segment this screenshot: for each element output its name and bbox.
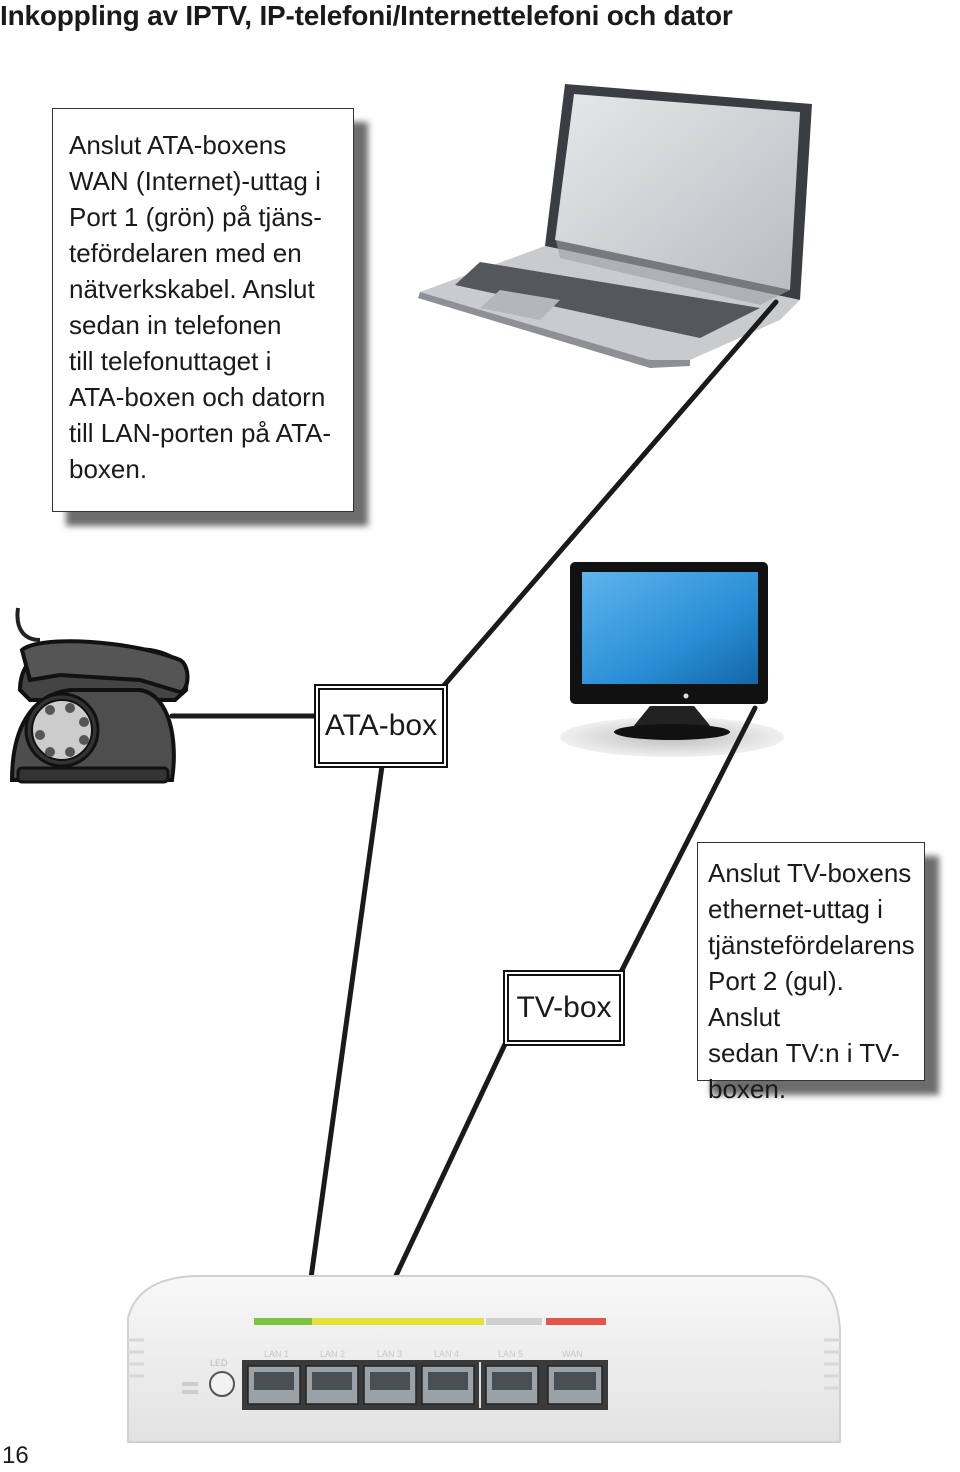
laptop-icon bbox=[418, 84, 812, 368]
router-button bbox=[209, 1371, 235, 1397]
tv-monitor-icon bbox=[560, 562, 784, 757]
telephone-icon bbox=[9, 607, 190, 784]
port-label-lan2: LAN 2 bbox=[320, 1349, 345, 1359]
port-color-lan1 bbox=[254, 1318, 312, 1325]
tv-box-label: TV-box bbox=[505, 972, 623, 1044]
port-color-lan4 bbox=[426, 1318, 484, 1325]
port-label-lan1: LAN 1 bbox=[264, 1349, 289, 1359]
ata-box-label: ATA-box bbox=[316, 686, 446, 766]
port-label-lan4: LAN 4 bbox=[434, 1349, 459, 1359]
port-label-lan3: LAN 3 bbox=[377, 1349, 402, 1359]
port-color-lan2 bbox=[312, 1318, 368, 1325]
router-led-label: LED bbox=[210, 1358, 228, 1368]
cable-tvbox-tv bbox=[617, 705, 758, 977]
port-color-wan bbox=[546, 1318, 606, 1325]
tv-instructions-text: Anslut TV-boxens ethernet-uttag i tjänst… bbox=[708, 858, 915, 1104]
port-color-lan5 bbox=[486, 1318, 542, 1325]
page-title: Inkoppling av IPTV, IP-telefoni/Internet… bbox=[0, 0, 733, 31]
page-number: 16 bbox=[2, 1442, 29, 1469]
cable-laptop-ata bbox=[437, 299, 779, 693]
port-label-wan: WAN bbox=[562, 1349, 583, 1359]
ata-instructions-callout: Anslut ATA-boxens WAN (Internet)-uttag i… bbox=[52, 108, 354, 512]
port-label-lan5: LAN 5 bbox=[498, 1349, 523, 1359]
router-icon: LED LAN 1 LAN 2 LAN 3 LAN 4 LAN 5 WAN bbox=[127, 1275, 841, 1443]
ata-instructions-text: Anslut ATA-boxens WAN (Internet)-uttag i… bbox=[69, 130, 332, 484]
port-color-lan3 bbox=[368, 1318, 426, 1325]
tv-instructions-callout: Anslut TV-boxens ethernet-uttag i tjänst… bbox=[697, 842, 925, 1104]
